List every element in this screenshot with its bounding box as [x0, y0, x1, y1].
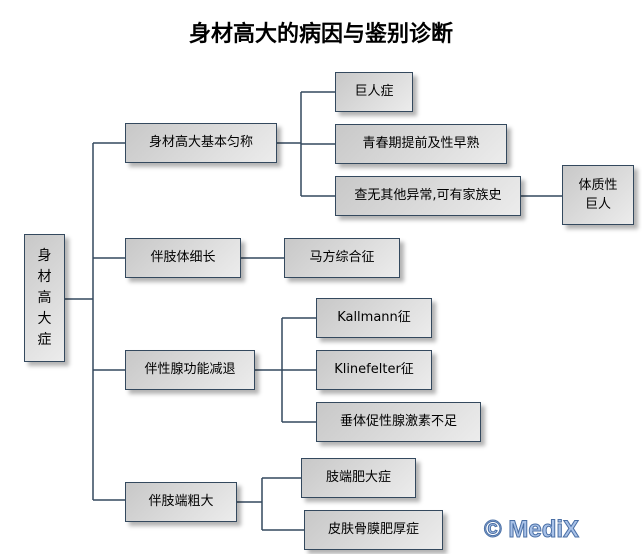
watermark-logo: © MediX — [483, 516, 580, 544]
branch-acral-enlargement: 伴肢端粗大 — [125, 482, 237, 522]
diagram-title: 身材高大的病因与鉴别诊断 — [188, 21, 453, 47]
leaf-gonadotropin-deficiency: 垂体促性腺激素不足 — [316, 402, 481, 442]
leaf-constitutional-gigantism: 体质性巨人 — [562, 165, 634, 225]
branch-proportional: 身材高大基本匀称 — [125, 123, 277, 163]
root-node: 身材高大症 — [24, 234, 65, 362]
leaf-gigantism: 巨人症 — [335, 72, 413, 112]
leaf-pachydermoperiostosis: 皮肤骨膜肥厚症 — [304, 510, 443, 550]
branch-hypogonadism: 伴性腺功能减退 — [125, 350, 255, 390]
leaf-kallmann: Kallmann征 — [316, 298, 432, 338]
leaf-precocious-puberty: 青春期提前及性早熟 — [335, 124, 507, 164]
leaf-acromegaly: 肢端肥大症 — [301, 458, 416, 498]
branch-long-limbs: 伴肢体细长 — [125, 238, 241, 278]
leaf-marfan: 马方综合征 — [284, 238, 400, 278]
leaf-no-abnormality: 查无其他异常,可有家族史 — [335, 176, 521, 216]
leaf-klinefelter: Klinefelter征 — [316, 350, 432, 390]
